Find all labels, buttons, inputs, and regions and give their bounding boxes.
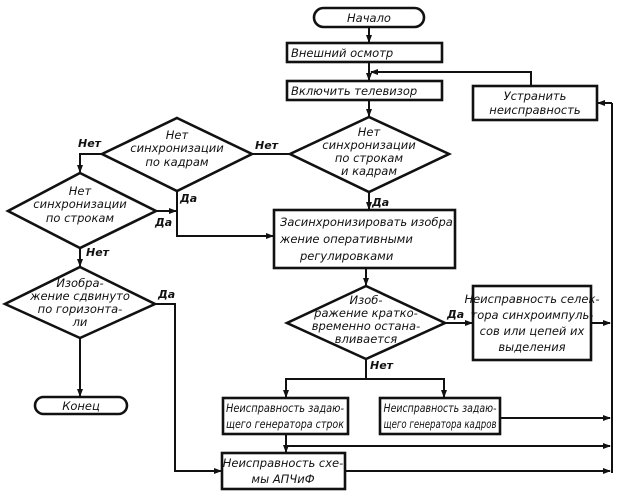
node-text: Включить телевизор — [291, 84, 417, 98]
node-text: щего генератора строк — [226, 417, 344, 431]
edge-split — [285, 378, 445, 396]
edge-dframes-yes — [176, 191, 274, 239]
edge-labels: Нет Нет Да Да Да Нет Да Да Нет — [78, 137, 464, 372]
edge-dframes-no — [77, 153, 102, 173]
node-text: неисправность — [489, 103, 580, 117]
node-text: Неисправность схе- — [223, 456, 344, 470]
node-start: Начало — [312, 6, 426, 29]
node-no-sync-lines-frames: Нет синхронизации по строкам и кадрам — [286, 115, 453, 194]
node-text: Неисправность задаю- — [226, 401, 344, 415]
node-text: по горизонта- — [38, 302, 123, 316]
label-yes: Да — [154, 216, 172, 229]
label-yes: Да — [446, 308, 464, 321]
node-text: Неисправность задаю- — [384, 401, 497, 415]
connectors — [77, 27, 613, 474]
node-text: синхронизации — [322, 138, 416, 152]
edge-shifted-yes — [155, 303, 222, 474]
node-text: Начало — [347, 11, 391, 25]
node-text: жение сдвинуто — [29, 289, 130, 303]
label-yes: Да — [371, 196, 389, 209]
node-afc-fault: Неисправность схе- мы АПЧиФ — [220, 451, 347, 491]
node-frame-gen-fault: Неисправность задаю- щего генератора кад… — [378, 396, 502, 436]
node-end: Конец — [33, 395, 129, 416]
node-no-sync-lines: Нет синхронизации по строкам — [5, 171, 159, 250]
node-text: Засинхронизировать изобра — [280, 215, 453, 229]
label-no: Нет — [78, 137, 102, 150]
node-text: Изоб- — [350, 293, 383, 307]
node-no-sync-frames: Нет синхронизации по кадрам — [99, 116, 255, 193]
node-text: по кадрам — [145, 155, 209, 169]
node-stops: Изоб- ражение кратко- временно остана- в… — [283, 284, 449, 361]
edge-fix-loop — [370, 69, 532, 86]
label-no: Нет — [370, 359, 394, 372]
node-text: и кадрам — [341, 164, 397, 178]
node-text: Внешний осмотр — [291, 46, 393, 60]
node-text: временно остана- — [312, 319, 420, 333]
node-text: Устранить — [504, 89, 567, 103]
node-text: Неисправность селек- — [464, 292, 599, 306]
node-text: Конец — [62, 399, 100, 413]
node-text: синхронизации — [33, 197, 127, 211]
label-no: Нет — [255, 139, 279, 152]
node-text: выделения — [498, 340, 565, 354]
node-text: сов или цепей их — [480, 324, 585, 338]
node-synchronize: Засинхронизировать изобра жение оператив… — [272, 208, 457, 270]
node-text: мы АПЧиФ — [251, 472, 314, 486]
node-text: Нет — [166, 128, 189, 142]
node-text: по строкам — [46, 211, 115, 225]
node-fix: Устранить неисправность — [471, 84, 599, 122]
node-text: регулировками — [299, 249, 394, 263]
node-text: щего генератора кадров — [384, 417, 497, 431]
node-text: вливается — [335, 332, 398, 346]
node-turn-on: Включить телевизор — [285, 79, 444, 102]
label-yes: Да — [179, 192, 197, 205]
node-text: тора синхроимпуль- — [471, 308, 594, 322]
node-text: синхронизации — [130, 141, 224, 155]
label-yes: Да — [157, 288, 175, 301]
node-text: ли — [72, 315, 88, 329]
node-text: по строкам — [335, 151, 404, 165]
node-inspect: Внешний осмотр — [285, 41, 444, 64]
node-text: Нет — [358, 125, 381, 139]
node-selector-fault: Неисправность селек- тора синхроимпуль- … — [464, 284, 600, 362]
node-text: Изобра- — [56, 276, 103, 290]
node-text: Нет — [69, 184, 92, 198]
node-shifted: Изобра- жение сдвинуто по горизонта- ли — [1, 265, 159, 340]
node-line-gen-fault: Неисправность задаю- щего генератора стр… — [221, 396, 350, 436]
node-text: жение оперативными — [279, 232, 413, 246]
label-no: Нет — [86, 246, 110, 259]
node-text: ражение кратко- — [313, 306, 418, 320]
